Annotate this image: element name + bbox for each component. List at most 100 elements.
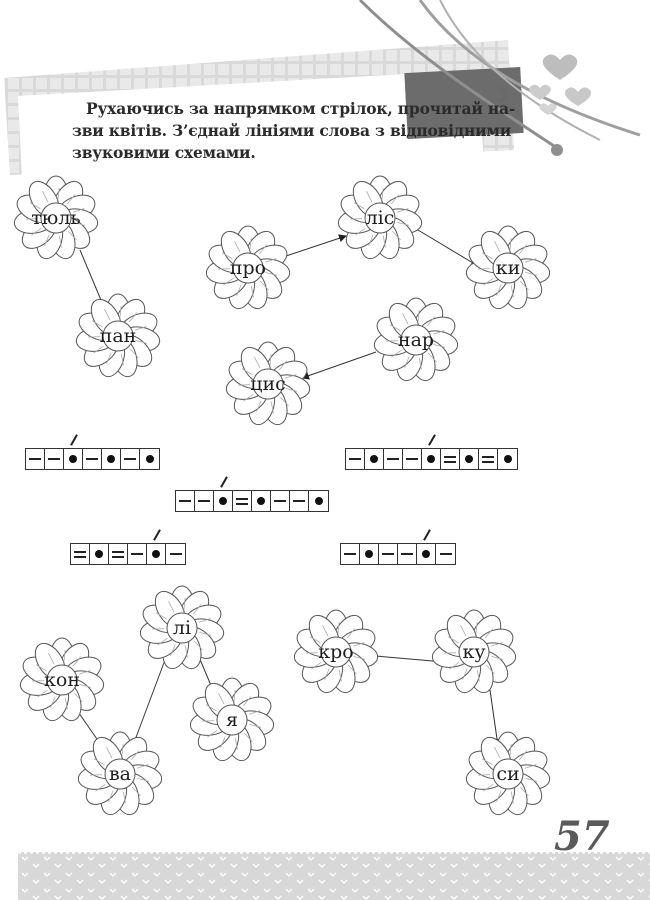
petal-vein — [64, 697, 68, 710]
petal-vein — [510, 285, 514, 298]
petal-vein — [130, 750, 140, 761]
soft-consonant-icon — [444, 455, 456, 463]
petal-vein — [198, 618, 211, 623]
vowel-dot-icon — [465, 455, 473, 463]
petal-vein — [524, 258, 537, 263]
petal-vein — [494, 241, 501, 253]
flower-ky1: ки — [465, 225, 551, 310]
instructions-text: Рухаючись за напрямком стрілок, прочитай… — [72, 98, 515, 164]
petal-vein — [42, 191, 49, 203]
petal-vein — [525, 272, 538, 276]
flower-center — [232, 252, 264, 284]
flower-center — [46, 664, 78, 696]
hard-consonant-icon — [344, 553, 356, 555]
flower-word: лі — [173, 617, 191, 639]
petal-vein — [264, 258, 277, 263]
petal-vein — [233, 690, 236, 703]
flower-word: ку — [462, 641, 485, 663]
petal-vein — [91, 320, 103, 328]
hard-consonant-icon — [439, 553, 452, 555]
petal-vein — [108, 790, 114, 802]
petal-vein — [249, 238, 252, 251]
vowel-dot-icon — [69, 455, 77, 463]
petal-vein — [390, 194, 400, 205]
flower-center — [320, 636, 352, 668]
petal-vein — [284, 374, 297, 379]
petal-vein — [106, 352, 112, 364]
branch-knob — [551, 144, 563, 156]
hard-consonant-icon — [169, 553, 182, 555]
scheme-cell-dot — [252, 491, 271, 511]
petal-vein — [93, 758, 105, 766]
petal-vein — [404, 356, 410, 368]
scheme-cell-dash — [379, 544, 398, 564]
sound-scheme[interactable] — [70, 529, 186, 565]
petal-vein — [265, 272, 278, 276]
petal-vein — [338, 669, 342, 682]
petal-vein — [311, 661, 322, 670]
hard-consonant-icon — [29, 458, 41, 460]
flower-word: кон — [44, 669, 80, 691]
flower-tsys: цис — [225, 341, 311, 426]
petal-vein — [484, 628, 494, 639]
petal-vein — [48, 653, 55, 665]
sound-scheme[interactable] — [340, 529, 456, 565]
petal-vein — [481, 252, 493, 260]
petal-vein — [366, 191, 373, 203]
petal-vein — [136, 764, 149, 769]
arrow-va-li — [131, 651, 170, 749]
vowel-dot-icon — [145, 455, 154, 463]
petal-vein — [309, 636, 321, 644]
scheme-cell-dash — [45, 449, 64, 469]
flower-center — [364, 202, 396, 234]
hard-consonant-icon — [86, 458, 98, 460]
petal-vein — [250, 285, 254, 298]
petal-vein — [73, 222, 86, 226]
petal-vein — [68, 230, 77, 241]
sound-scheme[interactable] — [345, 434, 518, 470]
petal-vein — [58, 235, 62, 248]
scheme-cell-eq — [233, 491, 252, 511]
scheme-cell-dot — [365, 449, 384, 469]
petal-vein — [135, 340, 148, 344]
petal-vein — [324, 668, 330, 680]
clip-icon — [497, 86, 508, 104]
petal-vein — [476, 669, 480, 682]
scheme-cell-dash — [271, 491, 290, 511]
petal-vein — [93, 345, 104, 354]
petal-vein — [518, 750, 528, 761]
flower-word: ліс — [366, 207, 395, 229]
sound-scheme[interactable] — [25, 434, 160, 470]
petal-vein — [353, 202, 365, 210]
soft-consonant-icon — [74, 550, 86, 558]
petal-vein — [449, 661, 460, 670]
petal-vein — [426, 316, 436, 327]
petal-vein — [119, 306, 122, 319]
petal-vein — [447, 636, 459, 644]
arrow-kro-ku — [375, 655, 445, 666]
scheme-cell-dot — [498, 449, 517, 469]
petal-vein — [389, 324, 401, 332]
petal-vein — [525, 778, 538, 782]
petal-vein — [183, 598, 186, 611]
paper-note — [18, 70, 484, 180]
petal-vein — [194, 640, 203, 651]
petal-vein — [256, 400, 262, 412]
vowel-dot-icon — [365, 550, 373, 558]
petal-vein — [509, 238, 512, 251]
petal-vein — [520, 786, 529, 797]
sound-scheme[interactable] — [175, 476, 329, 512]
petal-vein — [234, 241, 241, 253]
hard-consonant-icon — [131, 553, 143, 555]
petal-vein — [432, 330, 445, 335]
branch-3 — [439, 0, 601, 141]
petal-vein — [397, 222, 410, 226]
petal-vein — [207, 729, 218, 738]
arrow-nar-tsys — [301, 351, 377, 380]
flower-word: ки — [496, 257, 521, 279]
hard-consonant-icon — [349, 458, 361, 460]
flower-word: тюль — [31, 207, 80, 229]
vowel-dot-icon — [95, 550, 103, 558]
flower-center — [458, 636, 490, 668]
scheme-cell-dash — [384, 449, 403, 469]
